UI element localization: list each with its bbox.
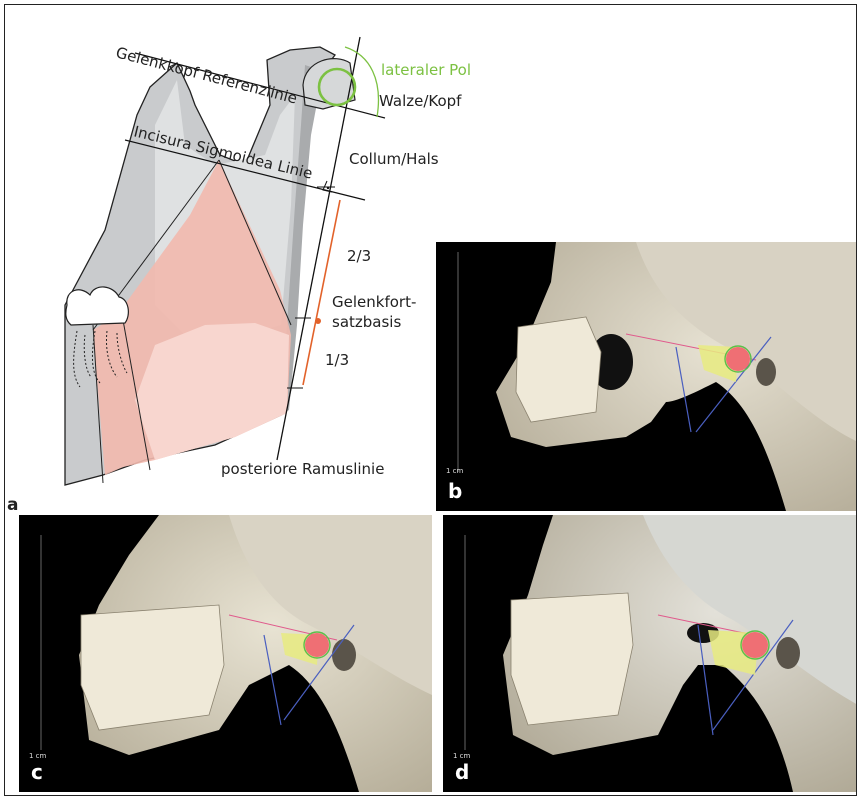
orange-measure-dot <box>315 318 321 324</box>
label-walze: Walze/Kopf <box>379 92 462 110</box>
skull-photo-b <box>436 242 857 511</box>
ear-canal <box>332 639 356 671</box>
panel-label-b: b <box>448 479 462 503</box>
label-collum: Collum/Hals <box>349 150 439 168</box>
teeth-row <box>81 605 224 730</box>
label-gelenkfort-1: Gelenkfort- <box>332 293 416 311</box>
skull-photo-c <box>19 515 432 792</box>
scale-label-d: 1 cm <box>453 752 470 760</box>
panel-label-a: a <box>7 495 18 515</box>
skull-photo-d <box>443 515 857 792</box>
teeth-row <box>511 593 633 725</box>
panel-label-d: d <box>455 760 469 784</box>
figure-frame: Gelenkkopf Referenzlinie lateraler Pol W… <box>4 4 857 796</box>
label-posteriore: posteriore Ramuslinie <box>221 460 384 478</box>
photo-panel-d: 1 cm d <box>443 515 857 792</box>
label-gelenkfort-2: satzbasis <box>332 313 401 331</box>
photo-panel-c: 1 cm c <box>19 515 432 792</box>
teeth-row <box>516 317 601 422</box>
label-one-third: 1/3 <box>325 351 349 369</box>
scale-label-c: 1 cm <box>29 752 46 760</box>
condyle-red <box>305 633 329 657</box>
condyle-red <box>742 632 768 658</box>
ear-canal <box>756 358 776 386</box>
scale-label-b: 1 cm <box>446 467 463 475</box>
panel-label-c: c <box>31 760 43 784</box>
condyle-red <box>726 347 750 371</box>
label-lateraler-pol: lateraler Pol <box>381 61 471 79</box>
photo-panel-b: 1 cm b <box>436 242 857 511</box>
label-two-thirds: 2/3 <box>347 247 371 265</box>
ear-canal <box>776 637 800 669</box>
